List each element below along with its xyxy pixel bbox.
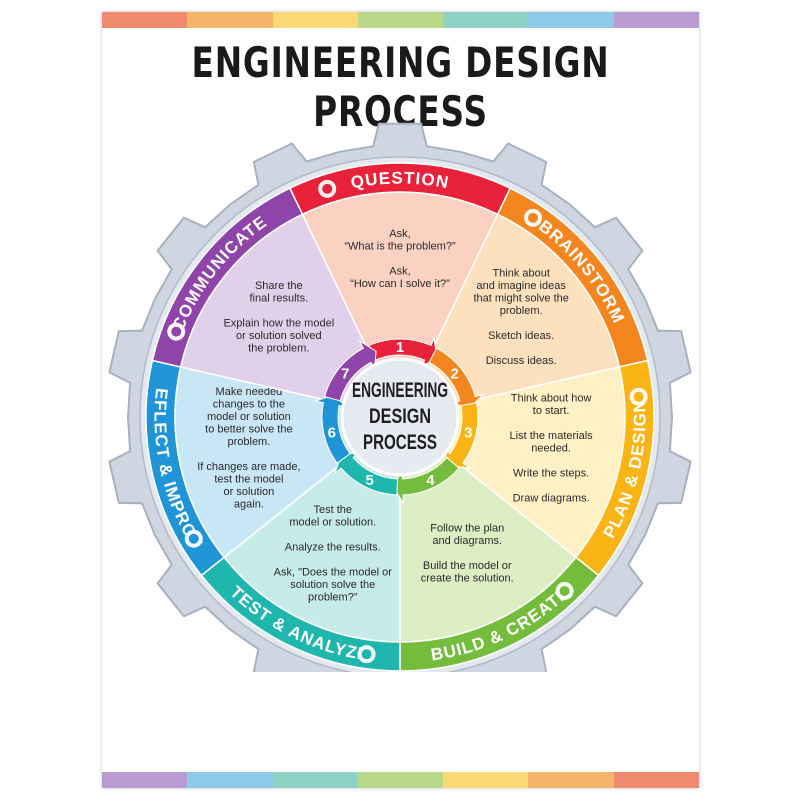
puzzle-icon bbox=[555, 581, 574, 600]
step-arrow-7: 7 bbox=[324, 339, 377, 402]
step-arrow-6: 6 bbox=[313, 394, 351, 464]
stripe-segment bbox=[102, 12, 188, 28]
step-number: 2 bbox=[451, 365, 459, 382]
magnifier-check-icon bbox=[357, 645, 376, 664]
step-label: QUESTION bbox=[349, 168, 451, 192]
step-number: 7 bbox=[341, 365, 349, 382]
stripe-segment bbox=[102, 772, 188, 788]
step-number: 1 bbox=[396, 339, 404, 356]
stripe-segment bbox=[443, 772, 529, 788]
speech-bubble-icon bbox=[167, 322, 186, 341]
stripe-segment bbox=[272, 772, 358, 788]
stripe-segment bbox=[528, 12, 614, 28]
step-number: 4 bbox=[426, 472, 435, 489]
step-question: QUESTION Ask,“What is the problem?”Ask,“H… bbox=[288, 162, 512, 419]
stripe-segment bbox=[187, 12, 273, 28]
step-band bbox=[151, 187, 304, 368]
step-arrow-1: 1 bbox=[368, 336, 438, 369]
step-description: Ask,“What is the problem?”Ask,“How can I… bbox=[344, 228, 456, 290]
step-arrow-4: 4 bbox=[392, 456, 460, 505]
top-color-stripe bbox=[102, 12, 699, 28]
step-number: 5 bbox=[365, 472, 373, 489]
stripe-segment bbox=[357, 12, 444, 28]
process-wheel: QUESTION Ask,“What is the problem?”Ask,“H… bbox=[102, 112, 692, 672]
stripe-segment bbox=[528, 772, 614, 788]
question-bubble-icon bbox=[318, 179, 337, 198]
page-title: ENGINEERING DESIGN PROCESS bbox=[191, 38, 610, 136]
lightbulb-icon bbox=[524, 208, 543, 227]
step-number: 3 bbox=[464, 425, 472, 442]
wrench-icon bbox=[184, 529, 203, 548]
center-disc bbox=[340, 357, 460, 477]
poster: ENGINEERING DESIGN PROCESS QUESTION Ask,“… bbox=[102, 12, 699, 788]
step-arrow-5: 5 bbox=[333, 451, 399, 496]
step-number: 6 bbox=[328, 425, 336, 442]
stripe-segment bbox=[272, 12, 358, 28]
pencil-icon bbox=[629, 387, 648, 406]
step-arrow-3: 3 bbox=[442, 402, 479, 469]
stripe-segment bbox=[443, 12, 529, 28]
stripe-segment bbox=[613, 772, 699, 788]
stripe-segment bbox=[187, 772, 273, 788]
step-arrow-2: 2 bbox=[428, 347, 485, 409]
stripe-segment bbox=[613, 12, 699, 28]
stripe-segment bbox=[357, 772, 444, 788]
bottom-color-stripe bbox=[102, 772, 699, 788]
